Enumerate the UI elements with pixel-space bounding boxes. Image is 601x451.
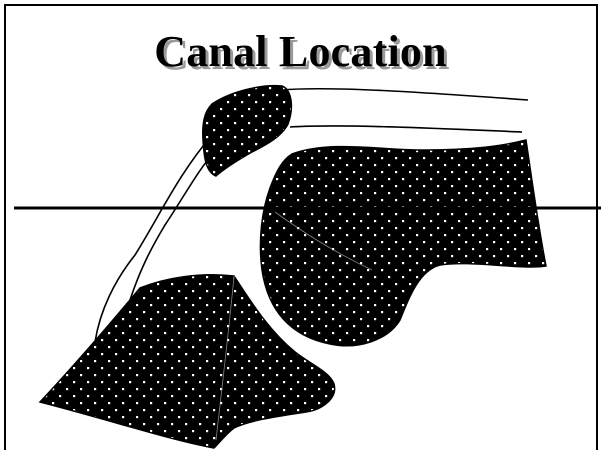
canal-top-upper-line [280, 89, 528, 100]
main-bone-mass [260, 140, 546, 346]
upper-bone-fragment [203, 86, 292, 176]
canal-top-lower-line [290, 126, 522, 132]
